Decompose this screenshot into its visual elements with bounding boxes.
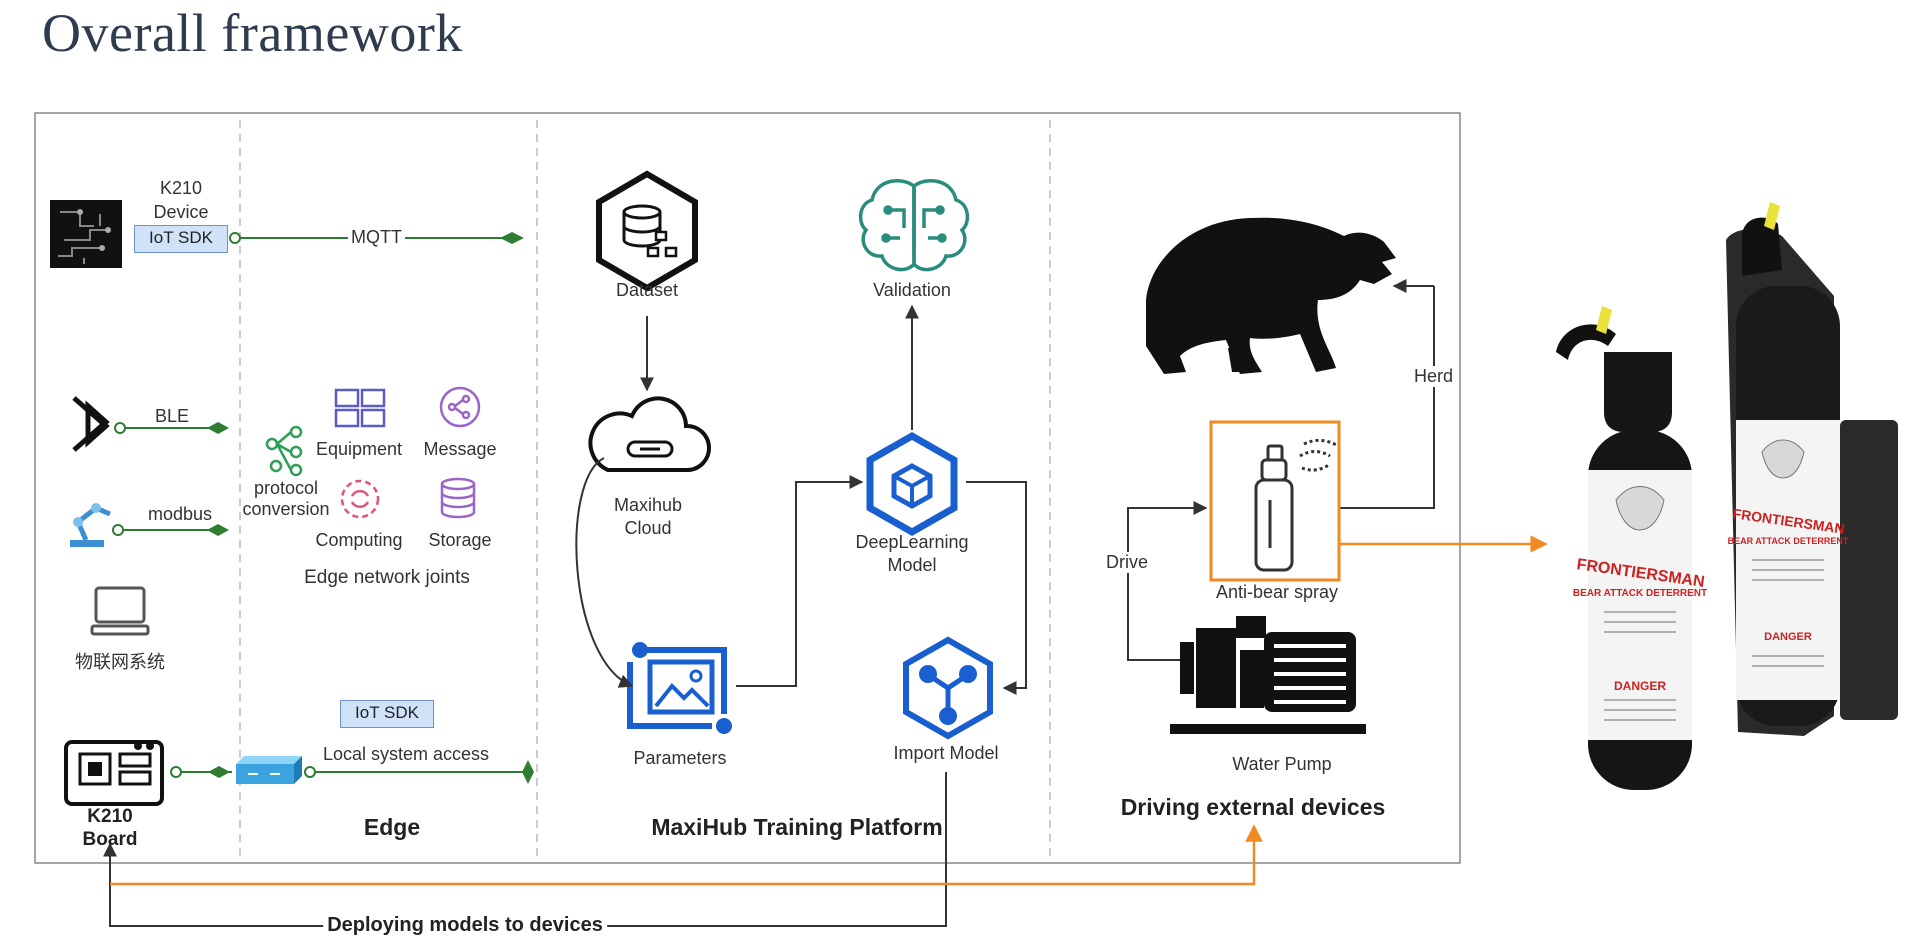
bear-spray-product-image: FRONTIERSMAN BEAR ATTACK DETERRENT DANGE… [1556, 202, 1898, 790]
import-model-label: Import Model [893, 743, 999, 763]
parameters-label: Parameters [633, 748, 727, 768]
protocol-conversion-label-line2: conversion [242, 499, 330, 519]
platform-section-label: MaxiHub Training Platform [651, 814, 943, 840]
edge-section-label: Edge [363, 814, 421, 840]
validation-label: Validation [873, 280, 951, 300]
k210-chip-icon [50, 200, 122, 268]
cloud-to-parameters-arrow [575, 457, 634, 688]
external-section-label: Driving external devices [1120, 794, 1386, 820]
cloud-label-line2: Cloud [624, 518, 672, 538]
deploy-arrow [103, 772, 947, 927]
equipment-label: Equipment [315, 439, 403, 459]
board-to-external-arrow [110, 824, 1263, 886]
protocol-conversion-icon [265, 425, 303, 477]
parameters-icon [627, 642, 732, 734]
deeplearning-label-line1: DeepLearning [855, 532, 969, 552]
spray-can-icon [1254, 438, 1339, 572]
ble-label: BLE [155, 406, 190, 426]
edge-network-joints-label: Edge network joints [304, 567, 470, 588]
water-pump-icon [1170, 616, 1366, 734]
dataset-icon [596, 170, 698, 292]
import-model-icon [903, 636, 993, 740]
k210-board-label-line2: Board [82, 829, 138, 850]
drive-arrow [1127, 501, 1208, 661]
cloud-label-line1: Maxihub [613, 495, 683, 515]
edge-iot-sdk-badge: IoT SDK [340, 700, 434, 728]
modbus-label: modbus [148, 504, 213, 524]
deeplearning-label-line2: Model [887, 555, 937, 575]
product-warning-front: DANGER [1614, 679, 1666, 693]
network-switch-icon [236, 756, 302, 784]
page-title: Overall framework [42, 3, 463, 63]
deeplearning-model-icon [866, 431, 958, 537]
cloud-icon [588, 396, 711, 472]
mqtt-label: MQTT [348, 227, 405, 248]
computing-label: Computing [315, 530, 403, 550]
diagram-frame [34, 112, 1461, 864]
water-pump-label: Water Pump [1232, 754, 1332, 774]
product-tagline-back: BEAR ATTACK DETERRENT [1728, 536, 1849, 546]
product-warning-back: DANGER [1764, 631, 1812, 643]
iot-system-label: 物联网系统 [75, 652, 165, 672]
message-label: Message [423, 439, 497, 459]
validation-brain-icon [858, 179, 970, 272]
anti-bear-spray-label: Anti-bear spray [1215, 582, 1339, 602]
protocol-conversion-label-line1: protocol [253, 478, 319, 498]
spray-to-bear-line [1340, 286, 1435, 509]
computing-icon [340, 479, 380, 519]
storage-icon [440, 477, 476, 519]
message-icon [439, 386, 481, 428]
computer-icon [90, 586, 150, 636]
robot-arm-icon [70, 503, 111, 547]
parameters-to-model-arrow [736, 475, 864, 687]
k210-board-label-line1: K210 [87, 806, 133, 827]
device-iot-sdk-badge: IoT SDK [134, 225, 228, 253]
drive-label: Drive [1104, 552, 1151, 573]
bear-icon [1146, 217, 1396, 374]
equipment-icon [334, 388, 386, 428]
deploy-label: Deploying models to devices [323, 914, 607, 937]
dataset-label: Dataset [615, 280, 679, 300]
k210-board-icon [64, 740, 164, 806]
k210-device-label-line2: Device [153, 202, 209, 222]
storage-label: Storage [428, 530, 492, 550]
bluetooth-icon [72, 396, 110, 452]
k210-device-label-line1: K210 [159, 178, 203, 198]
local-system-access-label: Local system access [322, 744, 490, 764]
model-to-import-arrow [966, 481, 1027, 695]
herd-label: Herd [1412, 366, 1456, 387]
spray-highlight-box [1209, 420, 1341, 582]
product-tagline-front: BEAR ATTACK DETERRENT [1573, 588, 1707, 599]
